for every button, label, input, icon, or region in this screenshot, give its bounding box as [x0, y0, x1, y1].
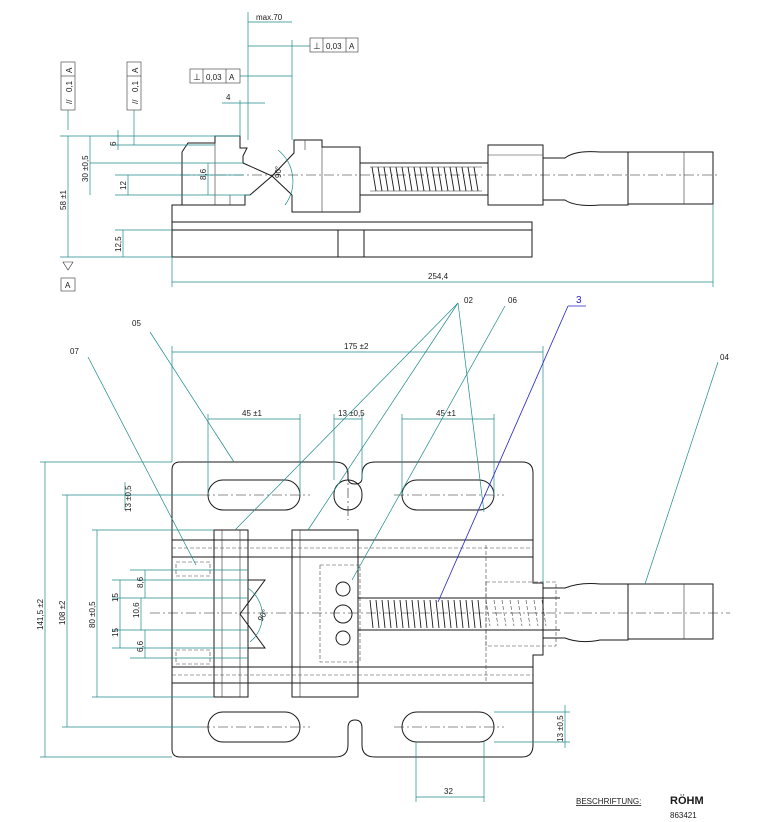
callout-02: 02 [464, 296, 473, 305]
screw-1 [335, 581, 351, 597]
dim-13-top: 13 ±0,5 [338, 409, 365, 418]
dim-8-6-top: 8,6 [199, 168, 208, 180]
dim-8-6-plan: 8,6 [136, 576, 145, 588]
parallel-frame-right: // 0,1 A [126, 61, 142, 111]
base-body [171, 221, 533, 258]
dim-4: 4 [226, 93, 231, 102]
moving-jaw-plan [291, 529, 359, 698]
perp-datum-upper: A [349, 42, 355, 51]
callout-07: 07 [70, 347, 79, 356]
parallel-value-right: 0,1 [131, 80, 140, 92]
dim-141-5: 141,5 ±2 [36, 598, 45, 630]
parallel-symbol-left: // [65, 99, 74, 104]
perp-frame-upper: ⊥ 0,03 A [309, 37, 359, 53]
perp-value-upper: 0,03 [326, 42, 342, 51]
drawing-number: 863421 [670, 811, 697, 820]
callout-04: 04 [720, 353, 729, 362]
dim-108: 108 ±2 [58, 600, 67, 625]
spring [371, 166, 479, 192]
perp-value-lower: 0,03 [206, 73, 222, 82]
dim-45-left: 45 ±1 [242, 409, 263, 418]
dim-90-top: 90° [274, 166, 283, 178]
dim-12: 12 [119, 181, 128, 190]
caption-label: BESCHRIFTUNG: [576, 797, 641, 806]
dim-30: 30 ±0,5 [81, 155, 90, 182]
dim-45-right: 45 ±1 [436, 409, 457, 418]
parallel-datum-right: A [131, 67, 140, 73]
callout-06: 06 [508, 296, 517, 305]
perp-symbol-lower: ⊥ [193, 72, 201, 82]
datum-a-box: A [60, 261, 76, 292]
handle-grip [627, 151, 714, 205]
base-plate [171, 461, 544, 758]
dim-max70: max.70 [256, 13, 283, 22]
dim-10-6: 10,6 [132, 602, 141, 618]
fixed-jaw [171, 135, 273, 222]
dim-58: 58 ±1 [59, 189, 68, 210]
datum-a-label: A [65, 281, 71, 290]
dim-15-a: 15 [111, 593, 120, 602]
brand-logo: RÖHM [670, 794, 704, 807]
dim-32: 32 [444, 787, 453, 796]
fixed-jaw-plan [213, 529, 249, 698]
parallel-datum-left: A [65, 67, 74, 73]
dim-12-5: 12,5 [114, 236, 123, 252]
title-block: BESCHRIFTUNG: RÖHM 863421 [576, 794, 704, 820]
parallel-frame-left: // 0,1 A [60, 61, 76, 111]
callout-05: 05 [132, 319, 141, 328]
dim-6-6: 6,6 [136, 640, 145, 652]
perp-datum-lower: A [229, 73, 235, 82]
callout-3: 3 [576, 295, 582, 306]
movable-jaw [271, 139, 361, 213]
parallel-value-left: 0,1 [65, 80, 74, 92]
dim-254-4: 254,4 [428, 272, 449, 281]
perp-symbol-upper: ⊥ [313, 41, 321, 51]
parallel-symbol-right: // [131, 99, 140, 104]
spring-plan [369, 599, 482, 629]
screw-3 [335, 630, 351, 646]
handle [542, 151, 629, 206]
handle-plan [542, 583, 629, 643]
dim-80: 80 ±0,5 [88, 601, 97, 628]
screw-2 [333, 604, 353, 624]
dim-6: 6 [109, 141, 118, 146]
handle-grip-plan [627, 583, 714, 640]
perp-frame-lower: ⊥ 0,03 A [189, 68, 241, 84]
dim-13-left: 13 ±0,5 [124, 485, 133, 512]
dim-90-plan: 90° [256, 608, 270, 623]
dim-13-right: 13 ±0,5 [556, 715, 565, 742]
top-view: 90° max.70 ⊥ 0,03 A ⊥ 0,03 A 4 [59, 12, 720, 292]
dim-15-b: 15 [111, 628, 120, 637]
bottom-view: 90° 175 ±2 45 ±1 13 ±0,5 45 ±1 141,5 ±2 … [36, 295, 730, 802]
rear-block [487, 144, 544, 206]
dim-175: 175 ±2 [344, 342, 369, 351]
